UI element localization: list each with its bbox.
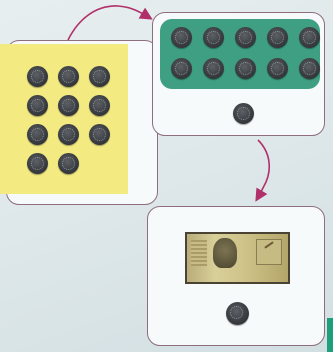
arrow-top-right-to-bottom <box>257 140 269 199</box>
edge-strip <box>327 318 333 352</box>
arrow-left-to-top-right <box>68 6 150 40</box>
